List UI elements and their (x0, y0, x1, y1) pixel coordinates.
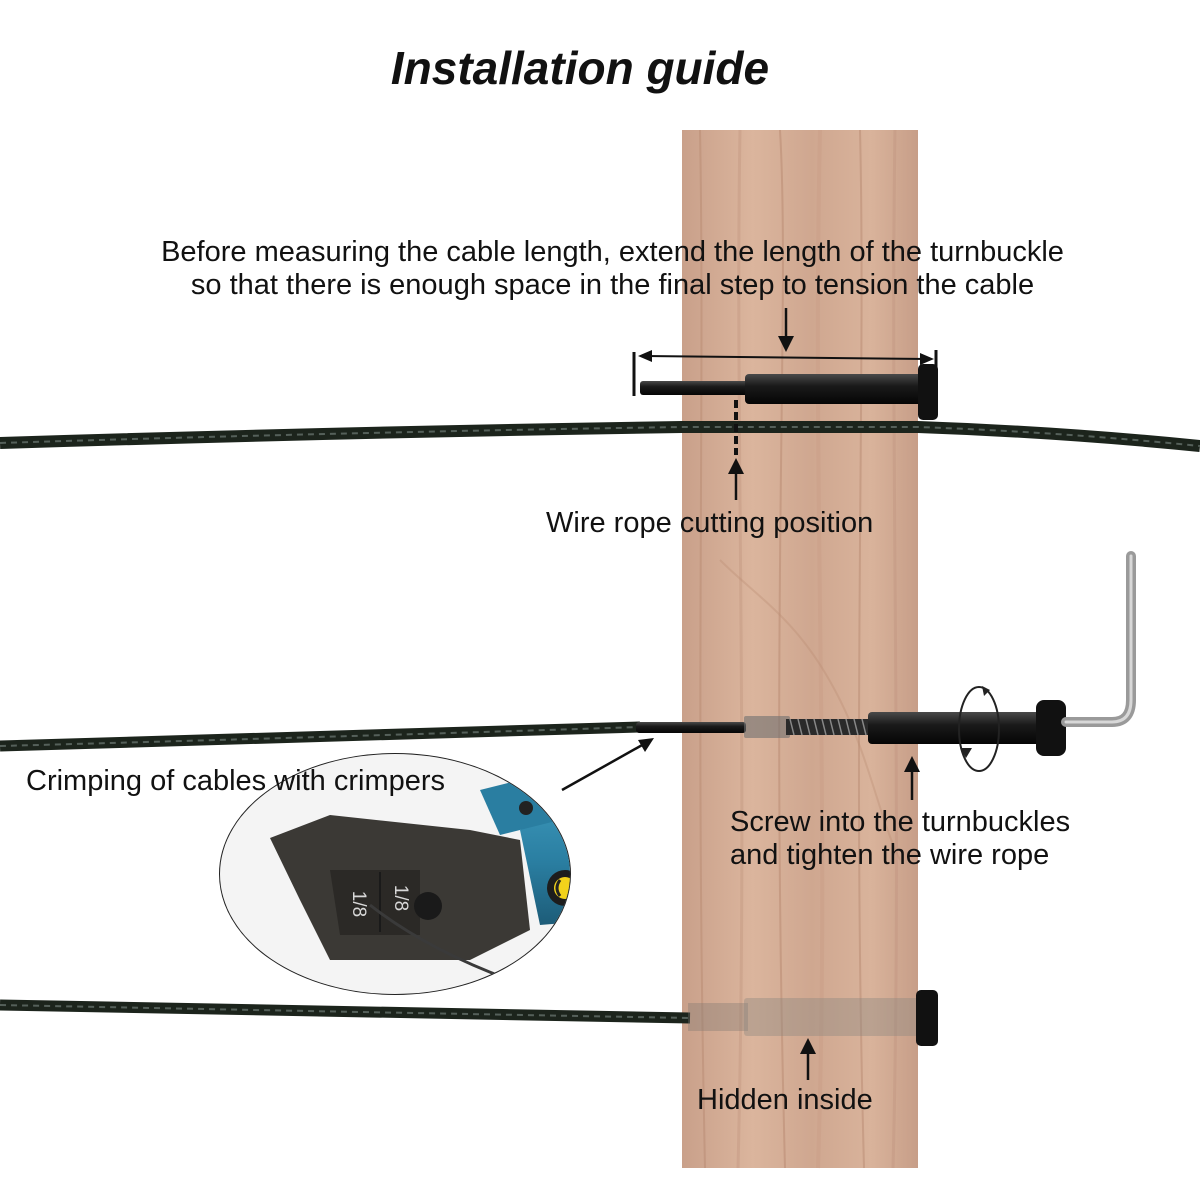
page-title: Installation guide (390, 42, 770, 94)
measure-instruction: Before measuring the cable length, exten… (40, 236, 1185, 302)
lower-cable (0, 999, 691, 1024)
upper-cable (0, 421, 1200, 452)
crimp-pointer-arrow (561, 738, 654, 792)
hidden-inside-label: Hidden inside (697, 1084, 873, 1116)
wooden-post (682, 129, 918, 1169)
top-fitting (640, 364, 938, 420)
allen-key-icon (1061, 551, 1136, 727)
rotation-arrow-icon (958, 686, 1000, 772)
screw-instruction-line-1: Screw into the turnbuckles (730, 806, 1071, 838)
measure-instruction-line-1: Before measuring the cable length, exten… (161, 236, 1064, 268)
measure-instruction-line-2: so that there is enough space in the fin… (190, 269, 1035, 301)
screw-pointer-arrow (904, 756, 920, 800)
screw-instruction: Screw into the turnbuckles and tighten t… (730, 806, 1070, 872)
cutting-position-label: Wire rope cutting position (546, 507, 874, 539)
measurement-dimension (632, 350, 938, 396)
measure-pointer-arrow (778, 308, 794, 352)
hidden-fitting (688, 990, 938, 1046)
hidden-pointer-arrow (800, 1038, 816, 1080)
cutting-position-marker (728, 400, 744, 500)
die-label-left: 1/8 (348, 891, 369, 917)
screw-instruction-line-2: and tighten the wire rope (730, 839, 1050, 871)
middle-cable (0, 721, 641, 752)
middle-fitting (636, 686, 1066, 772)
die-label-right: 1/8 (390, 885, 411, 911)
crimping-label: Crimping of cables with crimpers (26, 765, 446, 797)
